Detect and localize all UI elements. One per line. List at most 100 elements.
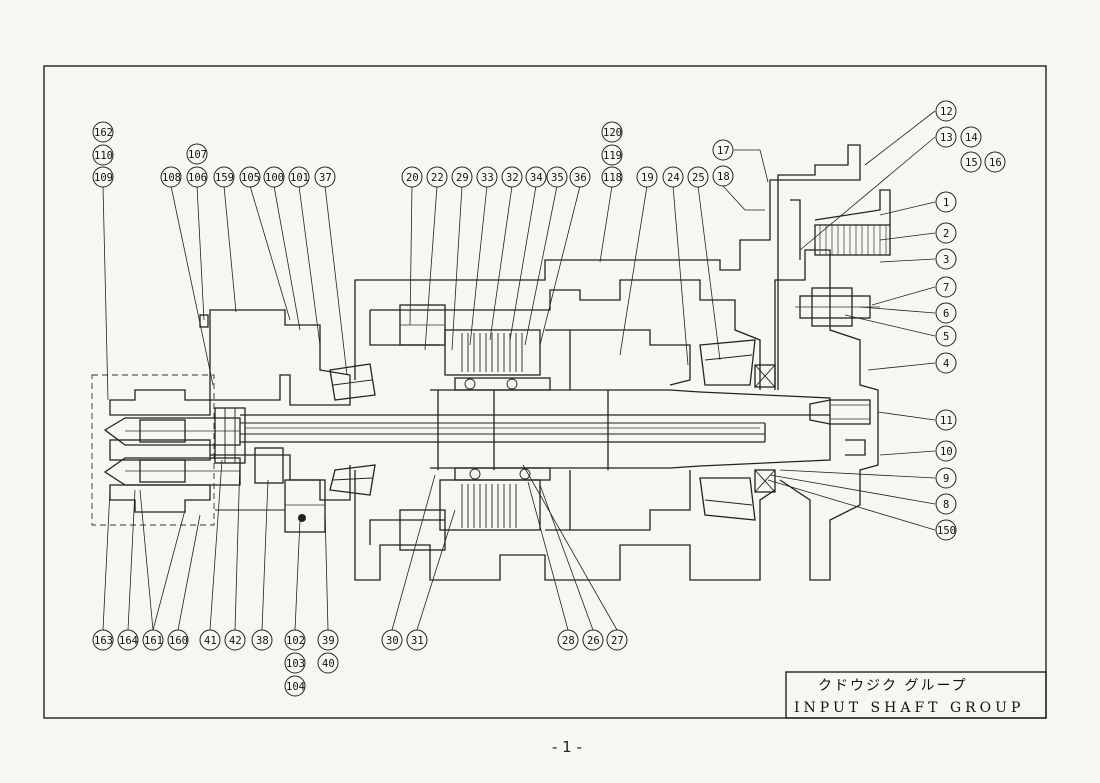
callout-1: 1 <box>935 191 957 213</box>
callout-31: 31 <box>406 629 428 651</box>
svg-text:38: 38 <box>256 635 269 647</box>
svg-text:109: 109 <box>94 172 113 184</box>
title-japanese: クドウジク グループ <box>818 678 968 694</box>
svg-text:4: 4 <box>943 358 949 370</box>
svg-text:25: 25 <box>692 172 705 184</box>
svg-text:28: 28 <box>562 635 575 647</box>
callout-37: 37 <box>314 166 336 188</box>
callout-110: 110 <box>92 144 114 166</box>
svg-text:31: 31 <box>411 635 424 647</box>
svg-text:18: 18 <box>717 171 730 183</box>
svg-text:105: 105 <box>241 172 260 184</box>
valve-block <box>284 479 326 533</box>
svg-text:106: 106 <box>188 172 207 184</box>
callout-164: 164 <box>117 629 139 651</box>
svg-text:20: 20 <box>406 172 419 184</box>
callout-28: 28 <box>557 629 579 651</box>
svg-text:103: 103 <box>286 658 305 670</box>
callout-8: 8 <box>935 493 957 515</box>
callout-10: 10 <box>935 440 957 462</box>
svg-text:6: 6 <box>943 308 949 320</box>
svg-text:100: 100 <box>265 172 284 184</box>
callout-163: 163 <box>92 629 114 651</box>
callout-3: 3 <box>935 248 957 270</box>
svg-text:10: 10 <box>940 446 953 458</box>
svg-text:17: 17 <box>717 145 730 157</box>
callout-32: 32 <box>501 166 523 188</box>
svg-text:159: 159 <box>215 172 234 184</box>
leader-lines <box>102 110 936 631</box>
svg-text:34: 34 <box>530 172 543 184</box>
svg-text:13: 13 <box>940 132 953 144</box>
callout-18: 18 <box>712 165 734 187</box>
svg-text:3: 3 <box>943 254 949 266</box>
svg-text:150: 150 <box>937 525 956 537</box>
svg-text:39: 39 <box>322 635 335 647</box>
svg-text:33: 33 <box>481 172 494 184</box>
svg-text:9: 9 <box>943 473 949 485</box>
svg-text:162: 162 <box>94 127 113 139</box>
callout-159: 159 <box>213 166 235 188</box>
callout-25: 25 <box>687 166 709 188</box>
svg-text:14: 14 <box>965 132 978 144</box>
clutch-plates-upper <box>461 333 523 372</box>
callout-24: 24 <box>662 166 684 188</box>
callout-104: 104 <box>284 675 306 697</box>
callout-150: 150 <box>935 519 957 541</box>
clutch-plates-lower <box>461 484 517 528</box>
callout-16: 16 <box>984 151 1006 173</box>
svg-text:15: 15 <box>965 157 978 169</box>
svg-text:32: 32 <box>506 172 519 184</box>
callout-101: 101 <box>288 166 310 188</box>
callout-12: 12 <box>935 100 957 122</box>
svg-text:29: 29 <box>456 172 469 184</box>
svg-text:7: 7 <box>943 282 949 294</box>
callout-41: 41 <box>199 629 221 651</box>
callout-108: 108 <box>160 166 182 188</box>
svg-text:163: 163 <box>94 635 113 647</box>
callout-106: 106 <box>186 166 208 188</box>
drawing-border <box>43 65 1047 719</box>
svg-text:35: 35 <box>551 172 564 184</box>
gear-teeth <box>819 225 887 255</box>
svg-text:2: 2 <box>943 228 949 240</box>
callout-36: 36 <box>569 166 591 188</box>
callout-17: 17 <box>712 139 734 161</box>
svg-text:42: 42 <box>229 635 242 647</box>
callout-161: 161 <box>142 629 164 651</box>
callout-33: 33 <box>476 166 498 188</box>
svg-text:160: 160 <box>169 635 188 647</box>
svg-text:120: 120 <box>603 127 622 139</box>
callout-11: 11 <box>935 409 957 431</box>
callout-2: 2 <box>935 222 957 244</box>
callout-15: 15 <box>960 151 982 173</box>
svg-text:40: 40 <box>322 658 335 670</box>
svg-text:104: 104 <box>286 681 305 693</box>
svg-text:41: 41 <box>204 635 217 647</box>
svg-text:37: 37 <box>319 172 332 184</box>
svg-text:16: 16 <box>989 157 1002 169</box>
page-number: - 1 - <box>552 738 582 756</box>
callouts: 162 110 109 107 108 106 159 105 100 101 … <box>92 100 1006 697</box>
svg-text:22: 22 <box>431 172 444 184</box>
callout-35: 35 <box>546 166 568 188</box>
svg-text:12: 12 <box>940 106 953 118</box>
title-block: クドウジク グループ INPUT SHAFT GROUP <box>785 671 1047 719</box>
callout-100: 100 <box>263 166 285 188</box>
callout-20: 20 <box>401 166 423 188</box>
callout-118: 118 <box>601 166 623 188</box>
svg-text:26: 26 <box>587 635 600 647</box>
callout-34: 34 <box>525 166 547 188</box>
callout-38: 38 <box>251 629 273 651</box>
shaft-assembly <box>91 144 891 581</box>
coupling-enclosure <box>91 374 215 526</box>
callout-26: 26 <box>582 629 604 651</box>
svg-text:108: 108 <box>162 172 181 184</box>
title-english: INPUT SHAFT GROUP <box>794 700 1024 716</box>
svg-text:164: 164 <box>119 635 138 647</box>
callout-40: 40 <box>317 652 339 674</box>
callout-120: 120 <box>601 121 623 143</box>
callout-14: 14 <box>960 126 982 148</box>
callout-4: 4 <box>935 352 957 374</box>
